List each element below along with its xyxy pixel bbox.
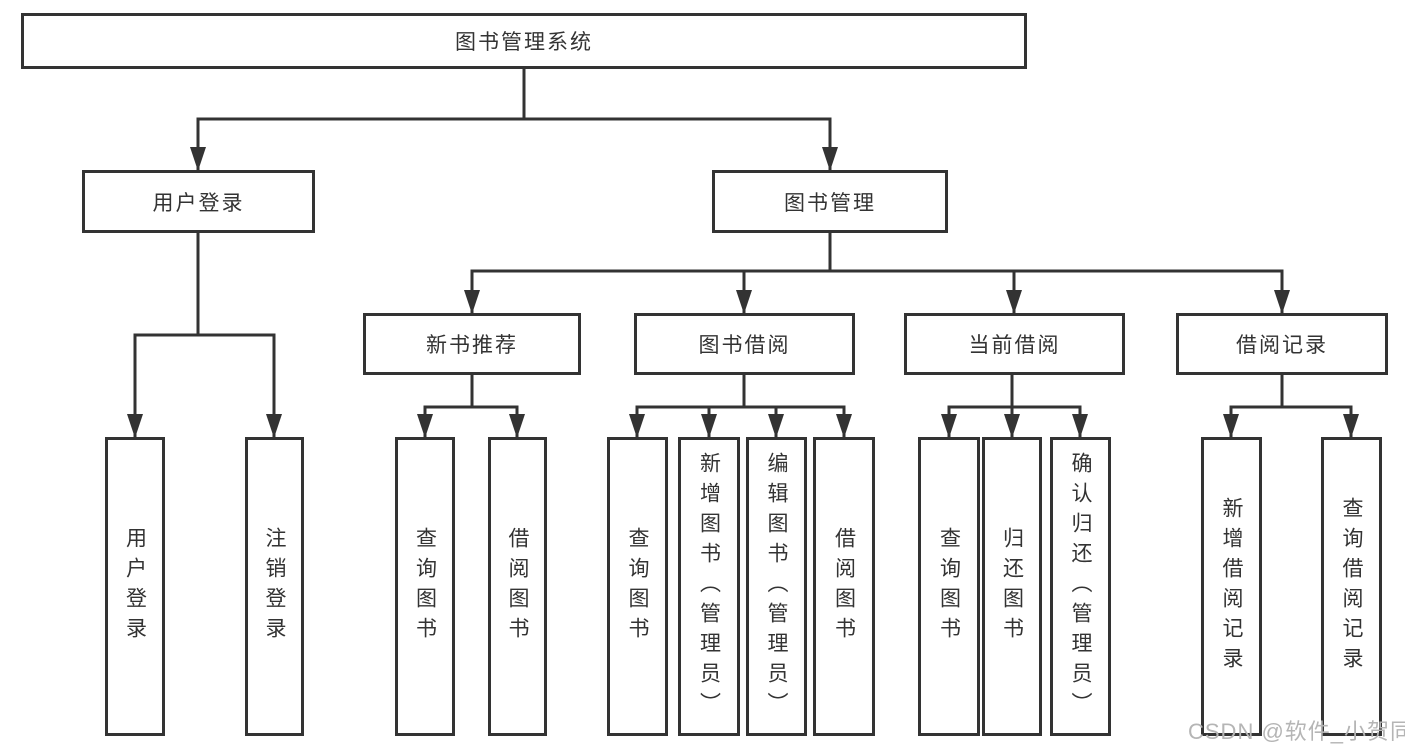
node-book-management: 图书管理: [712, 170, 948, 233]
watermark: CSDN @软件_小贺同学: [1188, 719, 1405, 744]
node-leaf-recommend-query-books: 查询图书: [395, 437, 455, 736]
node-library-management-system: 图书管理系统: [21, 13, 1027, 69]
node-new-book-recommendation: 新书推荐: [363, 313, 581, 375]
node-leaf-recommend-borrow-books: 借阅图书: [488, 437, 547, 736]
node-borrowing-records: 借阅记录: [1176, 313, 1388, 375]
node-leaf-borrow-query-books: 查询图书: [607, 437, 668, 736]
node-leaf-add-borrow-record: 新增借阅记录: [1201, 437, 1262, 736]
node-book-borrowing: 图书借阅: [634, 313, 855, 375]
node-leaf-query-borrow-record: 查询借阅记录: [1321, 437, 1382, 736]
node-leaf-edit-book-admin: 编辑图书（管理员）: [746, 437, 807, 736]
node-leaf-add-book-admin: 新增图书（管理员）: [678, 437, 740, 736]
node-leaf-current-query-books: 查询图书: [918, 437, 980, 736]
node-leaf-return-books: 归还图书: [982, 437, 1042, 736]
node-leaf-logout: 注销登录: [245, 437, 304, 736]
node-leaf-confirm-return-admin: 确认归还（管理员）: [1050, 437, 1111, 736]
node-leaf-borrow-borrow-books: 借阅图书: [813, 437, 875, 736]
node-current-borrowing: 当前借阅: [904, 313, 1125, 375]
node-user-login: 用户登录: [82, 170, 315, 233]
node-leaf-user-login: 用户登录: [105, 437, 165, 736]
